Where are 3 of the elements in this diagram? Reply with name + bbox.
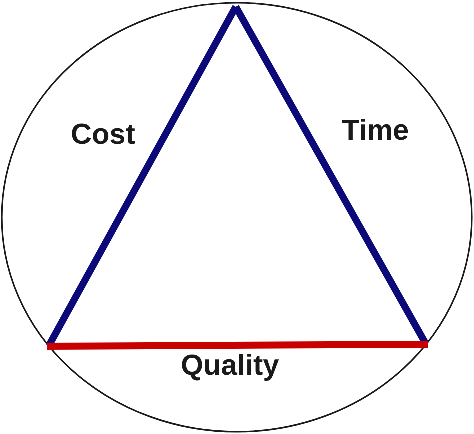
side-label: Time <box>342 117 410 146</box>
side-label: Cost <box>71 121 136 150</box>
side-label: Quality <box>181 352 280 381</box>
